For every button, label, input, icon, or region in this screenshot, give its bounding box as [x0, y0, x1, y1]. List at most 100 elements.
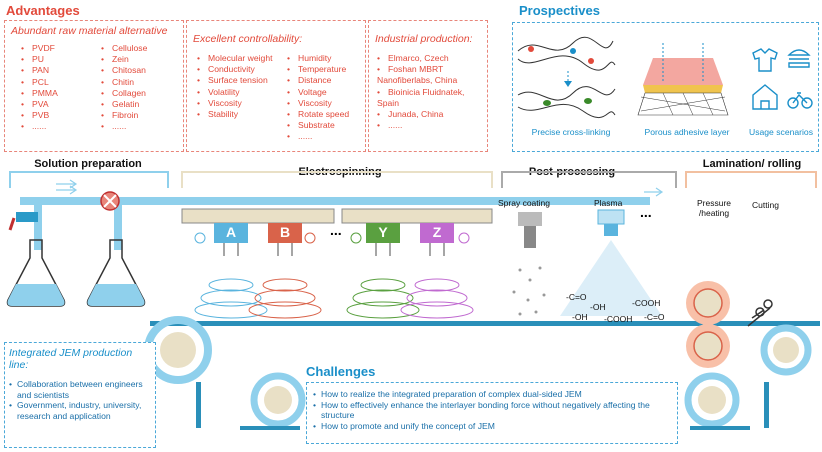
stage-lamination: Lamination/ rolling [702, 158, 802, 170]
advantages-title: Advantages [6, 3, 80, 18]
list-item: Cellulose [101, 43, 147, 54]
list-item: How to promote and unify the concept of … [313, 421, 673, 432]
list-item: ...... [287, 131, 349, 142]
controllability-subtitle: Excellent controllability: [193, 33, 303, 45]
jem-list: Collaboration between engineers and scie… [9, 379, 149, 421]
challenges-list: How to realize the integrated preparatio… [313, 389, 673, 431]
prospectives-title: Prospectives [519, 3, 600, 18]
roller-icon-left [144, 316, 212, 384]
raw-material-list-natural: CelluloseZeinChitosanChitinCollagenGelat… [101, 43, 147, 133]
jem-box: Integrated JEM production line: Collabor… [4, 342, 156, 448]
list-item: Zein [101, 54, 147, 65]
heated-roller-icon-bottom [686, 324, 730, 368]
flask-icon-1 [6, 239, 66, 307]
pressure-heating-label: Pressure /heating [696, 198, 731, 218]
crosslinking-illustration [517, 36, 616, 118]
industrial-subtitle: Industrial production: [375, 33, 473, 45]
list-item: Volatility [197, 87, 273, 98]
list-item: PAN [21, 65, 58, 76]
list-item: Humidity [287, 53, 349, 64]
list-item: Collaboration between engineers and scie… [9, 379, 149, 400]
bicycle-icon [787, 97, 799, 109]
home-icon [752, 84, 778, 110]
caption-usage: Usage scenarios [749, 127, 814, 137]
usage-icons [752, 48, 813, 110]
list-item: ...... [101, 121, 147, 132]
list-item: How to effectively enhance the interlaye… [313, 400, 673, 421]
controllability-list-material: Molecular weightConductivitySurface tens… [197, 53, 273, 120]
industrial-box: Industrial production: Elmarco, CzechFos… [368, 20, 488, 152]
group-label-co-1: -C=O [566, 292, 587, 302]
list-item: Molecular weight [197, 53, 272, 64]
controllability-list-process: HumidityTemperatureDistanceVoltageViscos… [287, 53, 349, 143]
scissors-icon [747, 299, 773, 327]
list-item: PVB [21, 110, 58, 121]
challenges-box: How to realize the integrated preparatio… [306, 382, 678, 444]
list-item: Viscosity [287, 98, 349, 109]
jem-title: Integrated JEM production line: [9, 347, 133, 371]
list-item: Rotate speed [287, 109, 349, 120]
list-item: Viscosity [197, 98, 273, 109]
roller-icon-lower-left [250, 372, 306, 428]
roller-icon-right [760, 324, 812, 376]
cutting-label: Cutting [752, 200, 779, 210]
raw-material-list-synthetic: PVDFPUPANPCLPMMAPVAPVB...... [21, 43, 58, 133]
shirt-icon [752, 48, 778, 72]
list-item: Conductivity [197, 64, 273, 75]
nozzle-label-a: A [225, 224, 237, 240]
prospectives-illustrations [517, 36, 813, 118]
list-item: PU [21, 54, 58, 65]
list-item: Foshan MBRT Nanofiberlabs, China [377, 64, 485, 86]
list-item: Surface tension [197, 75, 273, 86]
plasma-label: Plasma [594, 198, 623, 208]
prospectives-box: Precise cross-linking Porous adhesive la… [512, 22, 819, 152]
porous-layer-illustration [637, 43, 729, 116]
industrial-list: Elmarco, CzechFoshan MBRT Nanofiberlabs,… [377, 53, 485, 131]
list-item: Distance [287, 75, 349, 86]
flask-icon-2 [86, 239, 146, 307]
list-item: Chitin [101, 77, 147, 88]
raw-material-box: Abundant raw material alternative PVDFPU… [4, 20, 184, 152]
list-item: Government, industry, university, resear… [9, 400, 149, 421]
burger-icon [787, 49, 811, 68]
challenges-title: Challenges [306, 364, 376, 379]
list-item: Elmarco, Czech [377, 53, 485, 64]
list-item: PVDF [21, 43, 58, 54]
raw-material-subtitle: Abundant raw material alternative [11, 25, 168, 37]
nozzle-label-z: Z [432, 224, 442, 240]
list-item: Bioinicia Fluidnatek, Spain [377, 87, 485, 109]
flow-arrows [56, 179, 664, 197]
caption-porous-layer: Porous adhesive layer [644, 127, 730, 137]
group-label-cooh-1: -COOH [632, 298, 661, 308]
list-item: Chitosan [101, 65, 147, 76]
list-item: Junada, China [377, 109, 485, 120]
group-label-co-2: -C=O [644, 312, 665, 322]
list-item: PVA [21, 99, 58, 110]
list-item: Gelatin [101, 99, 147, 110]
controllability-box: Excellent controllability: Molecular wei… [186, 20, 366, 152]
nozzle-label-y: Y [378, 224, 388, 240]
stage-solution-preparation: Solution preparation [34, 158, 142, 170]
list-item: Fibroin [101, 110, 147, 121]
list-item: Stability [197, 109, 273, 120]
voltage-icons [194, 232, 470, 244]
group-label-cooh-2: -COOH [604, 314, 633, 324]
list-item: ...... [21, 121, 58, 132]
caption-crosslinking: Precise cross-linking [531, 127, 611, 137]
ellipsis-post: ... [640, 204, 652, 220]
list-item: PCL [21, 77, 58, 88]
heated-roller-icon-top [686, 281, 730, 325]
spray-coating-label: Spray coating [498, 198, 550, 208]
list-item: Temperature [287, 64, 349, 75]
list-item: How to realize the integrated preparatio… [313, 389, 673, 400]
list-item: Collagen [101, 88, 147, 99]
list-item: Voltage [287, 87, 349, 98]
list-item: PMMA [21, 88, 58, 99]
ellipsis-nozzles: ... [330, 222, 342, 238]
list-item: ...... [377, 120, 485, 131]
nozzle-label-b: B [279, 224, 291, 240]
roller-icon-lower-right [684, 372, 740, 428]
group-label-oh-1: -OH [572, 312, 588, 322]
group-label-oh-2: -OH [590, 302, 606, 312]
list-item: Substrate [287, 120, 349, 131]
